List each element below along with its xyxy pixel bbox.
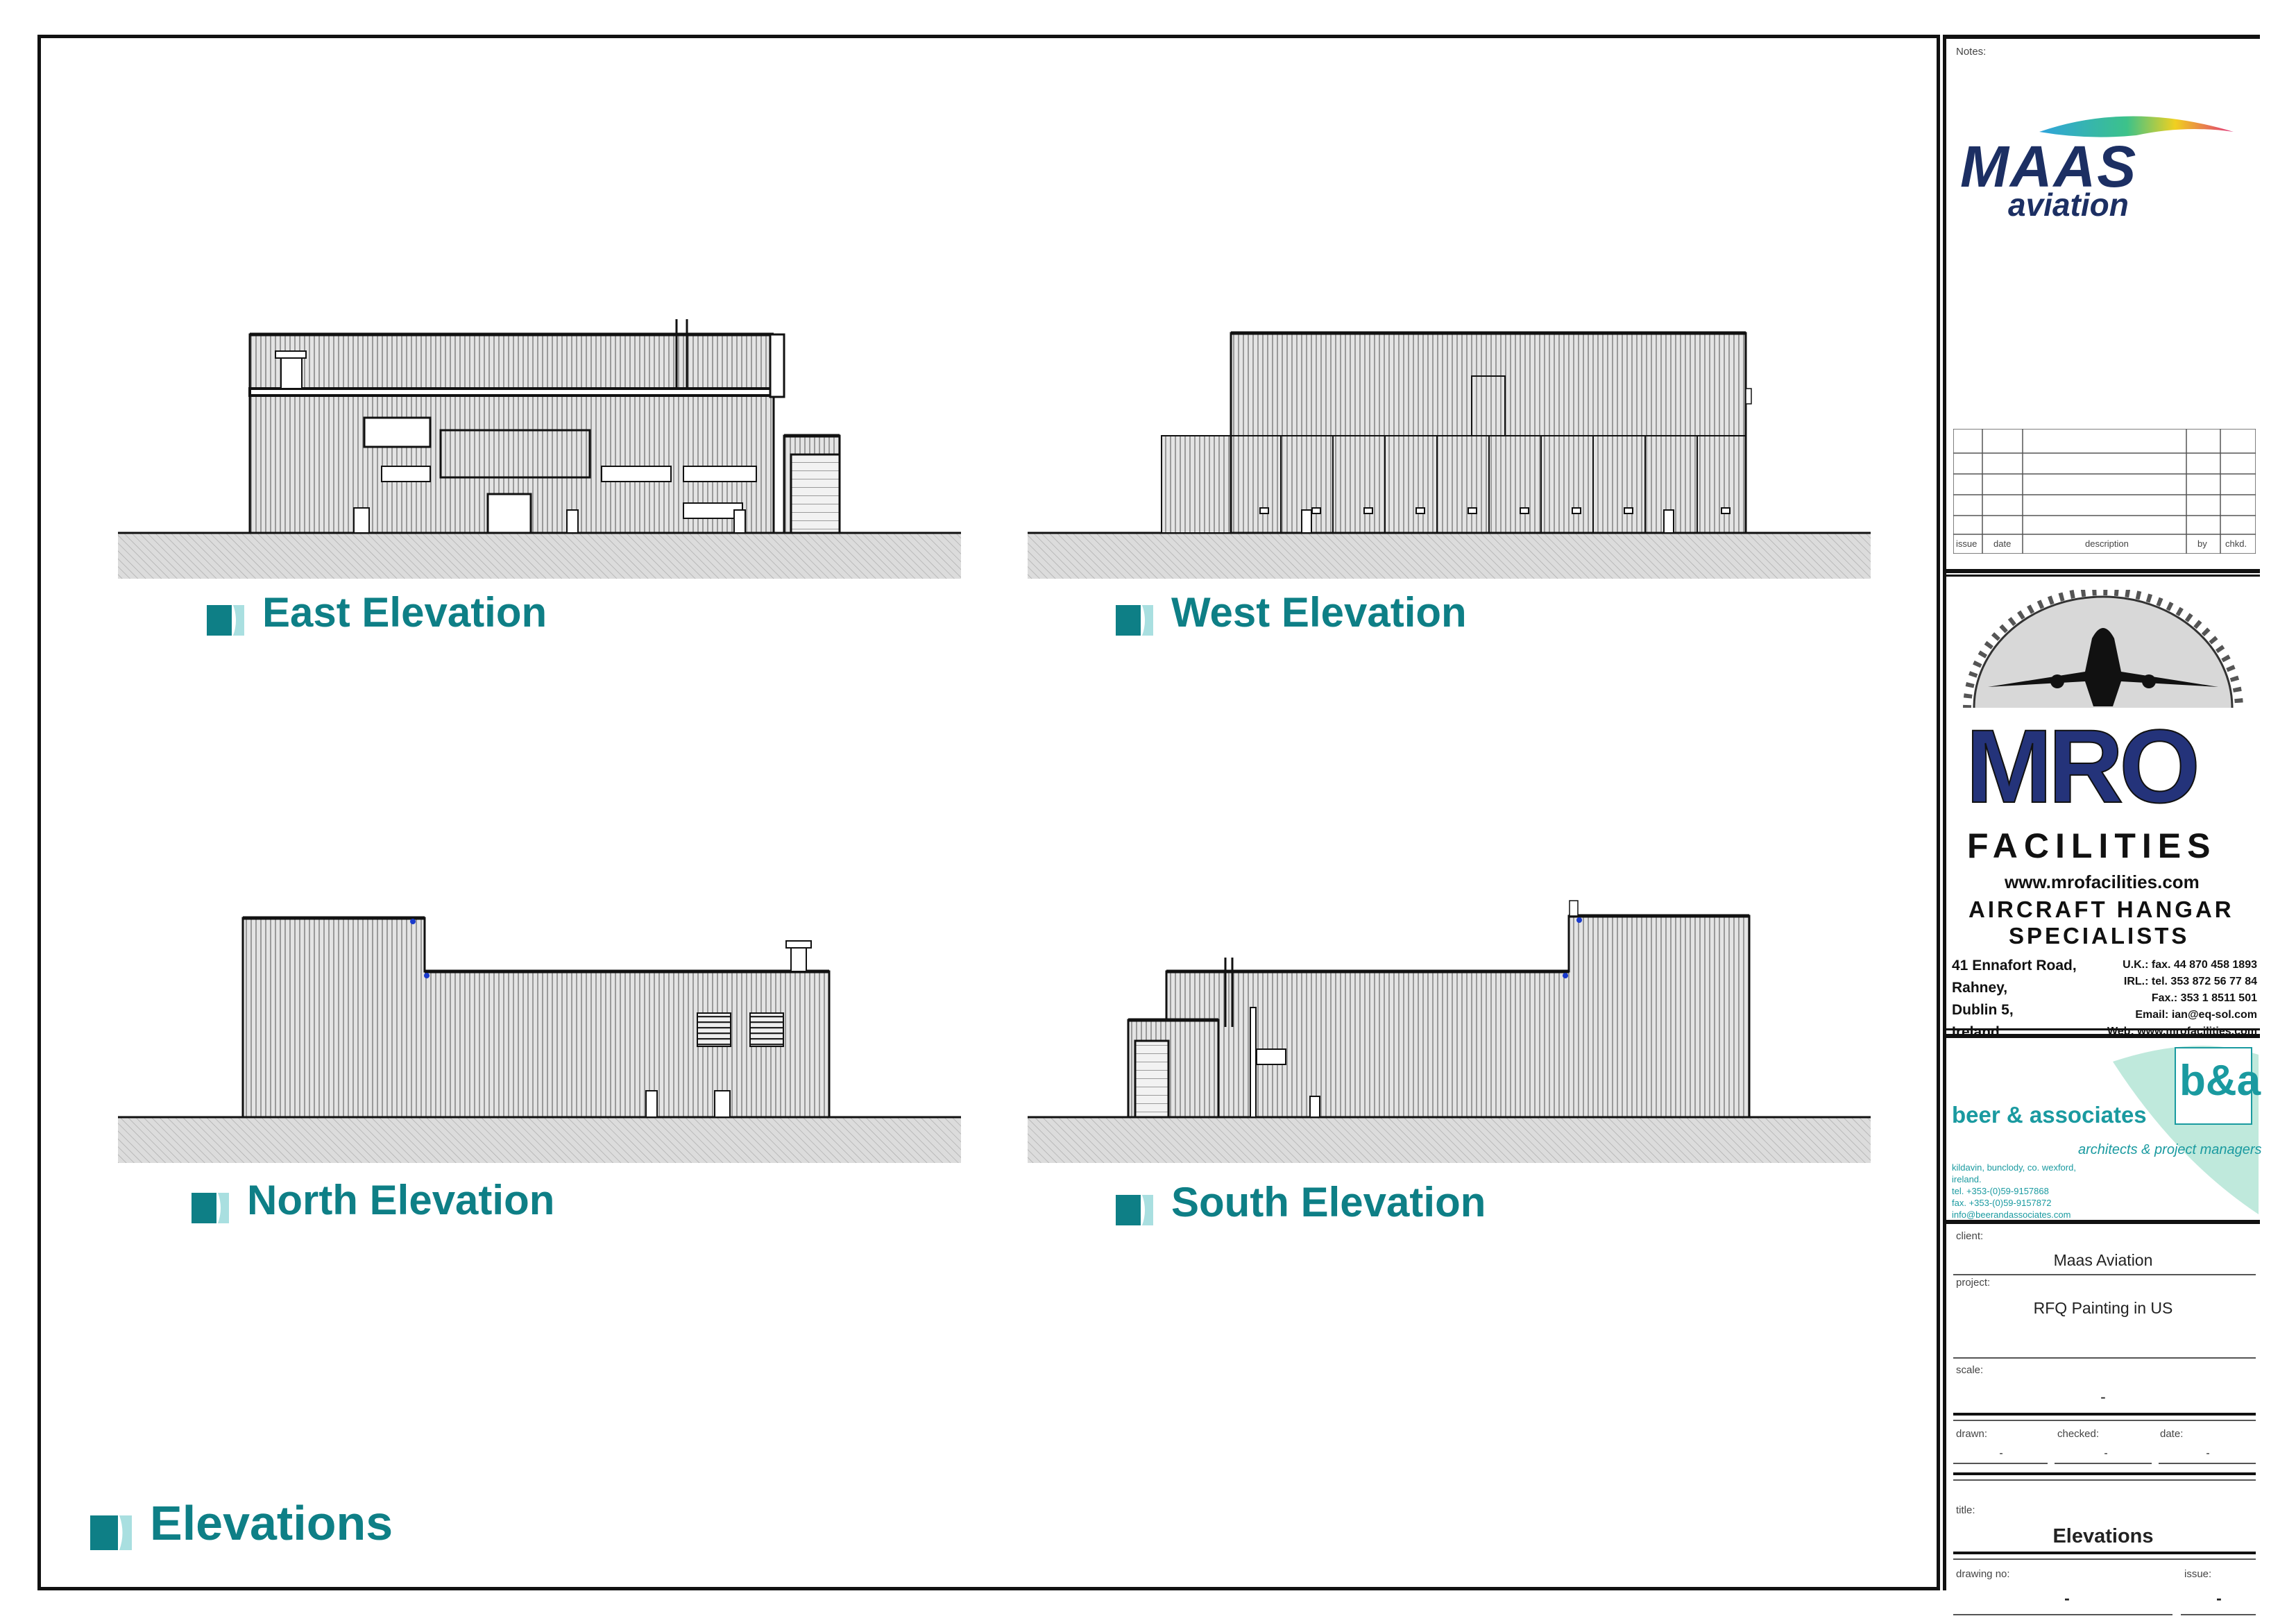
mro-contact-line: Fax.: 353 1 8511 501 <box>2151 992 2257 1004</box>
mro-address-line: Rahney, <box>1952 980 2008 996</box>
project-label: project: <box>1956 1277 1991 1289</box>
architect-name: beer & associates <box>1952 1102 2147 1128</box>
sheet-title: Elevations <box>150 1496 393 1550</box>
architect-logo: b&a beer & associates architects & proje… <box>1946 1041 2262 1220</box>
rev-header-chkd: chkd. <box>2225 538 2247 549</box>
architect-subtitle: architects & project managers <box>2078 1142 2262 1157</box>
date-label: date: <box>2160 1428 2184 1440</box>
north-elevation-drawing <box>118 916 961 1163</box>
drawn-value: - <box>1999 1447 2003 1459</box>
maas-logo-text: MAAS <box>1960 134 2138 199</box>
mro-tagline-1: AIRCRAFT HANGAR <box>1968 897 2234 922</box>
scale-value: - <box>2100 1388 2106 1406</box>
north-elevation-label: North Elevation <box>247 1177 555 1223</box>
north-elevation-heading: North Elevation <box>192 1176 554 1224</box>
scale-label: scale: <box>1956 1364 1984 1376</box>
east-elevation-label: East Elevation <box>262 589 547 636</box>
heading-marker-icon <box>90 1506 132 1550</box>
east-elevation-heading: East Elevation <box>207 588 547 636</box>
issue-value: - <box>2216 1589 2222 1607</box>
project-value: RFQ Painting in US <box>2033 1299 2173 1317</box>
rev-header-by: by <box>2197 538 2207 549</box>
west-elevation-label: West Elevation <box>1171 589 1467 636</box>
south-elevation-heading: South Elevation <box>1116 1178 1486 1226</box>
heading-marker-icon <box>1116 1187 1153 1225</box>
west-elevation-drawing <box>1028 331 1871 579</box>
mro-logo: MRO FACILITIES www.mrofacilities.com AIR… <box>1946 590 2260 1040</box>
maas-feather-icon <box>2039 116 2234 137</box>
heading-marker-icon <box>1116 597 1153 636</box>
title-value: Elevations <box>2052 1525 2154 1547</box>
rev-header-issue: issue <box>1956 538 1978 549</box>
mro-address-line: Ireland. <box>1952 1024 2004 1040</box>
date-value: - <box>2206 1447 2210 1459</box>
architect-address-line: kildavin, bunclody, co. wexford, <box>1952 1162 2076 1173</box>
issue-label: issue: <box>2184 1568 2212 1580</box>
west-elevation-heading: West Elevation <box>1116 588 1467 636</box>
drawing-no-value: - <box>2064 1589 2070 1607</box>
maas-logo-sub: aviation <box>2008 187 2129 223</box>
heading-marker-icon <box>207 597 244 636</box>
mro-website: www.mrofacilities.com <box>2005 872 2200 892</box>
notes-label: Notes: <box>1956 46 1987 58</box>
client-label: client: <box>1956 1230 1984 1242</box>
heading-marker-icon <box>192 1185 229 1223</box>
mro-tagline-2: SPECIALISTS <box>2009 923 2190 949</box>
mro-contact-line: Email: ian@eq-sol.com <box>2135 1009 2257 1021</box>
checked-value: - <box>2104 1447 2108 1459</box>
architect-address-line: fax. +353-(0)59-9157872 <box>1952 1198 2052 1208</box>
sheet-title-heading: Elevations <box>90 1495 393 1551</box>
checked-label: checked: <box>2057 1428 2100 1440</box>
rev-header-date: date <box>1993 538 2012 549</box>
drawing-no-label: drawing no: <box>1956 1568 2010 1580</box>
mro-contact-line: U.K.: fax. 44 870 458 1893 <box>2123 959 2257 971</box>
mro-contact-line: IRL.: tel. 353 872 56 77 84 <box>2123 976 2257 987</box>
architect-address-line: ireland. <box>1952 1174 1982 1184</box>
architect-address-line: info@beerandassociates.com <box>1952 1209 2071 1220</box>
drawing-frame <box>37 35 1940 1590</box>
client-value: Maas Aviation <box>2053 1251 2153 1269</box>
mro-address-line: 41 Ennafort Road, <box>1952 958 2077 974</box>
rev-header-description: description <box>2085 538 2129 549</box>
drawn-label: drawn: <box>1956 1428 1988 1440</box>
south-elevation-label: South Elevation <box>1171 1179 1486 1225</box>
mro-facilities-text: FACILITIES <box>1967 826 2217 865</box>
east-elevation-drawing <box>118 319 961 579</box>
architect-logo-letters: b&a <box>2179 1057 2261 1105</box>
mro-aircraft-icon <box>1963 590 2243 708</box>
title-block: Notes: MAAS aviation <box>1943 35 2262 1615</box>
architect-address-line: tel. +353-(0)59-9157868 <box>1952 1186 2049 1196</box>
revision-table: issue date description by chkd. <box>1953 428 2256 554</box>
south-elevation-drawing <box>1028 900 1871 1163</box>
maas-logo: MAAS aviation <box>1956 104 2247 223</box>
title-label: title: <box>1956 1504 1975 1516</box>
architect-leaf-icon <box>2113 1046 2259 1214</box>
mro-address-line: Dublin 5, <box>1952 1002 2014 1018</box>
mro-logo-text: MRO <box>1965 707 2201 825</box>
